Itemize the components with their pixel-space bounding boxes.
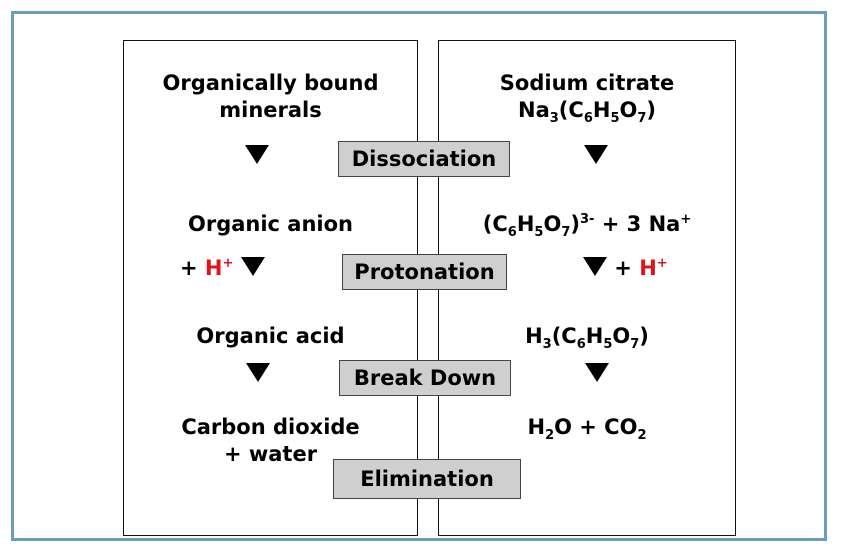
left-arrow-3: [246, 363, 270, 382]
citric-acid-formula: H3(C6H5O7): [525, 324, 649, 352]
left-arrow-1: [245, 145, 269, 164]
elimination-step: Elimination: [333, 459, 521, 499]
sodium-citrate-formula: Na3(C6H5O7): [518, 98, 656, 126]
organic-anion-label: Organic anion: [187, 212, 354, 236]
water-co2-formula: H2O + CO2: [527, 415, 647, 443]
dissociation-step: Dissociation: [338, 141, 510, 177]
hydrogen-ion-left: H+: [204, 256, 234, 280]
sodium-citrate-label: Sodium citrate Na3(C6H5O7): [438, 70, 736, 126]
organic-acid-label: Organic acid: [196, 324, 345, 348]
right-arrow-3: [585, 363, 609, 382]
right-arrow-1: [584, 145, 608, 164]
citrate-ions-formula: (C6H5O7)3- + 3 Na+: [482, 212, 692, 240]
left-protonation-line: + H+: [180, 255, 265, 282]
hydrogen-ion-right: H+: [639, 256, 668, 280]
break-down-step: Break Down: [339, 360, 511, 396]
right-protonation-line: + H+: [583, 255, 668, 282]
protonation-step: Protonation: [342, 254, 507, 290]
right-arrow-2: [583, 257, 607, 276]
carbon-dioxide-water-label: Carbon dioxide + water: [181, 415, 360, 466]
organically-bound-minerals-label: Organically bound minerals: [162, 71, 379, 122]
left-arrow-2: [240, 257, 265, 276]
